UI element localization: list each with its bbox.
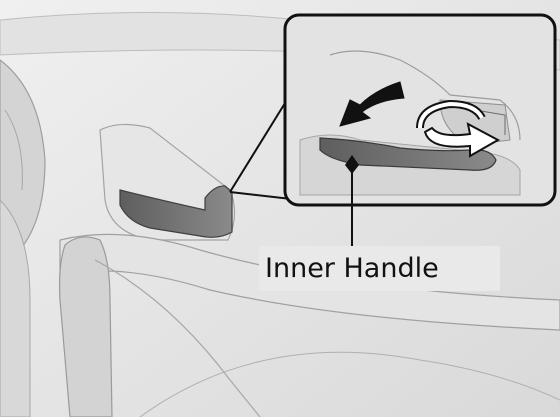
- seat-edge: [0, 199, 31, 417]
- inner-handle-label: Inner Handle: [259, 246, 500, 291]
- leader-diamond: [345, 155, 359, 174]
- detail-inset: [283, 13, 557, 207]
- inner-handle: [119, 185, 233, 238]
- door-contour: [58, 236, 113, 417]
- callout-connector-top: [229, 94, 291, 193]
- rotate-arrow-icon: [416, 99, 501, 158]
- curved-arrow-left-icon: [339, 81, 405, 127]
